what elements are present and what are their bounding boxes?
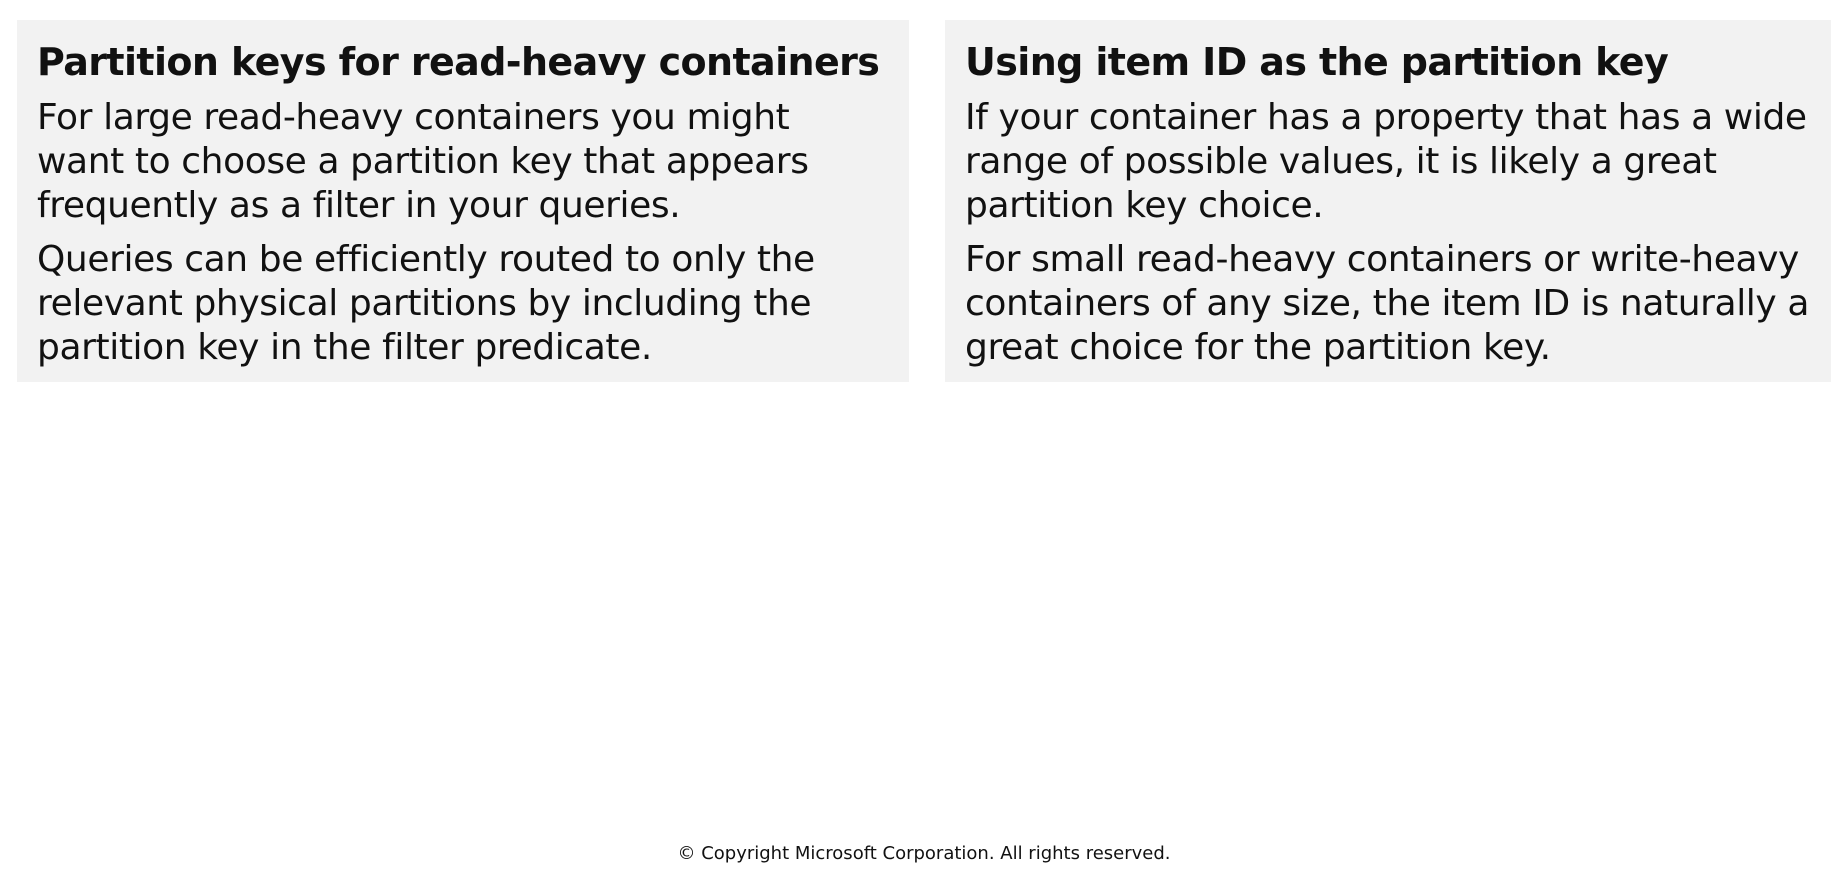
card-title: Using item ID as the partition key	[965, 40, 1669, 84]
card-paragraph: For large read-heavy containers you migh…	[37, 97, 809, 226]
copyright-footer: © Copyright Microsoft Corporation. All r…	[677, 843, 1171, 864]
item-id-partition-card: Using item ID as the partition key If yo…	[945, 20, 1831, 382]
card-paragraph: If your container has a property that ha…	[965, 97, 1807, 226]
card-title: Partition keys for read-heavy containers	[37, 40, 880, 84]
card-paragraph: For small read-heavy containers or write…	[965, 239, 1810, 368]
card-paragraph: Queries can be efficiently routed to onl…	[37, 239, 815, 368]
read-heavy-partition-card: Partition keys for read-heavy containers…	[17, 20, 909, 382]
